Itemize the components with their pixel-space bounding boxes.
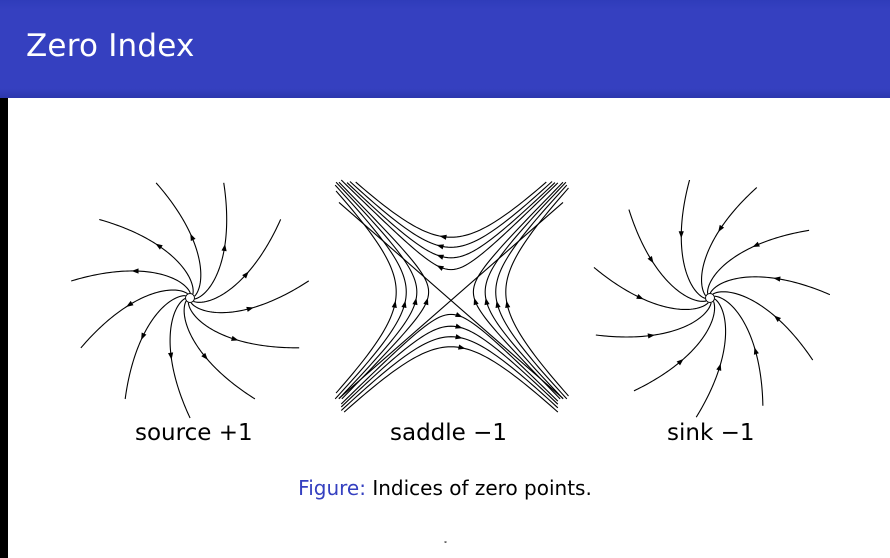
footer-mark: ˟ xyxy=(443,541,448,552)
saddle-trajectory xyxy=(505,187,569,397)
flow-arrow xyxy=(484,297,490,306)
spiral-trajectory xyxy=(628,209,707,302)
saddle-trajectory xyxy=(349,181,553,248)
flow-arrow xyxy=(455,312,463,318)
flow-arrow xyxy=(436,244,445,250)
sink-label: sink −1 xyxy=(667,420,755,446)
left-margin-bar xyxy=(0,98,8,558)
spiral-trajectory xyxy=(595,302,712,338)
flow-arrow xyxy=(753,347,759,355)
spiral-trajectory xyxy=(714,295,764,406)
slide-title: Zero Index xyxy=(26,28,195,64)
spiral-trajectory xyxy=(194,182,228,300)
flow-arrow xyxy=(412,297,418,306)
flow-arrow xyxy=(439,234,447,240)
spiral-trajectory xyxy=(633,301,716,392)
flow-arrow xyxy=(505,300,511,309)
flow-arrow xyxy=(242,271,249,279)
flow-arrow xyxy=(391,300,397,309)
flow-arrow xyxy=(201,352,208,360)
spiral-trajectory xyxy=(187,302,300,349)
spiral-trajectory xyxy=(695,298,727,418)
source-label: source +1 xyxy=(135,420,253,446)
saddle-trajectory xyxy=(495,184,568,400)
flow-arrow xyxy=(647,255,654,264)
spiral-trajectory xyxy=(80,289,188,349)
flow-arrow xyxy=(423,297,429,306)
separatrix-line xyxy=(338,201,564,399)
saddle-trajectory xyxy=(340,325,559,408)
saddle-trajectory xyxy=(346,182,556,259)
flow-arrow xyxy=(246,306,254,312)
slide-header: Zero Index xyxy=(0,0,890,98)
flow-arrow xyxy=(678,231,684,239)
spiral-trajectory xyxy=(680,180,706,299)
flow-arrow xyxy=(131,268,139,274)
flow-arrow xyxy=(155,243,163,250)
saddle-trajectory xyxy=(340,179,559,271)
saddle-trajectory xyxy=(338,181,430,400)
saddle-trajectory xyxy=(340,313,559,405)
flow-arrow xyxy=(455,323,463,329)
flow-arrow xyxy=(436,265,444,271)
flow-arrow xyxy=(126,300,134,307)
saddle-trajectory xyxy=(335,181,418,400)
spiral-trajectory xyxy=(700,187,758,296)
flow-arrow xyxy=(676,358,684,366)
flow-arrow xyxy=(716,363,722,371)
source-zero-point xyxy=(185,293,195,303)
flow-arrow xyxy=(401,300,407,309)
spiral-trajectory xyxy=(99,218,194,295)
flow-arrow xyxy=(455,334,463,340)
flow-arrow xyxy=(752,241,760,248)
saddle-trajectory xyxy=(343,346,559,413)
saddle-diagram xyxy=(334,179,569,413)
spiral-trajectory xyxy=(709,276,830,296)
caption-prefix: Figure: xyxy=(298,476,366,500)
spiral-trajectory xyxy=(169,297,191,419)
sink-diagram xyxy=(593,180,830,418)
flow-arrow xyxy=(221,243,227,252)
flow-arrow xyxy=(773,276,781,282)
flow-arrow xyxy=(168,352,174,360)
spiral-trajectory xyxy=(593,266,709,311)
flow-arrow xyxy=(636,294,644,300)
source-diagram xyxy=(71,182,310,419)
figure-caption: Figure: Indices of zero points. xyxy=(0,476,890,500)
saddle-trajectory xyxy=(472,181,564,400)
spiral-trajectory xyxy=(706,229,810,294)
flow-arrow xyxy=(436,254,445,260)
flow-arrow xyxy=(495,300,501,309)
saddle-trajectory xyxy=(355,181,547,238)
flow-arrow xyxy=(647,333,655,339)
flow-arrow xyxy=(141,332,147,340)
flow-arrow xyxy=(190,233,196,242)
spiral-trajectory xyxy=(193,219,282,303)
flow-arrow xyxy=(458,344,466,350)
caption-text: Indices of zero points. xyxy=(372,476,592,500)
flow-arrow xyxy=(718,224,725,233)
flow-arrow xyxy=(773,315,781,322)
saddle-label: saddle −1 xyxy=(390,420,508,446)
saddle-trajectory xyxy=(334,184,407,400)
saddle-trajectory xyxy=(335,190,397,394)
saddle-trajectory xyxy=(484,181,567,400)
spiral-trajectory xyxy=(712,291,814,361)
sink-zero-point xyxy=(705,293,715,303)
flow-arrow xyxy=(473,297,479,306)
saddle-trajectory xyxy=(340,336,559,411)
flow-arrow xyxy=(231,335,239,341)
